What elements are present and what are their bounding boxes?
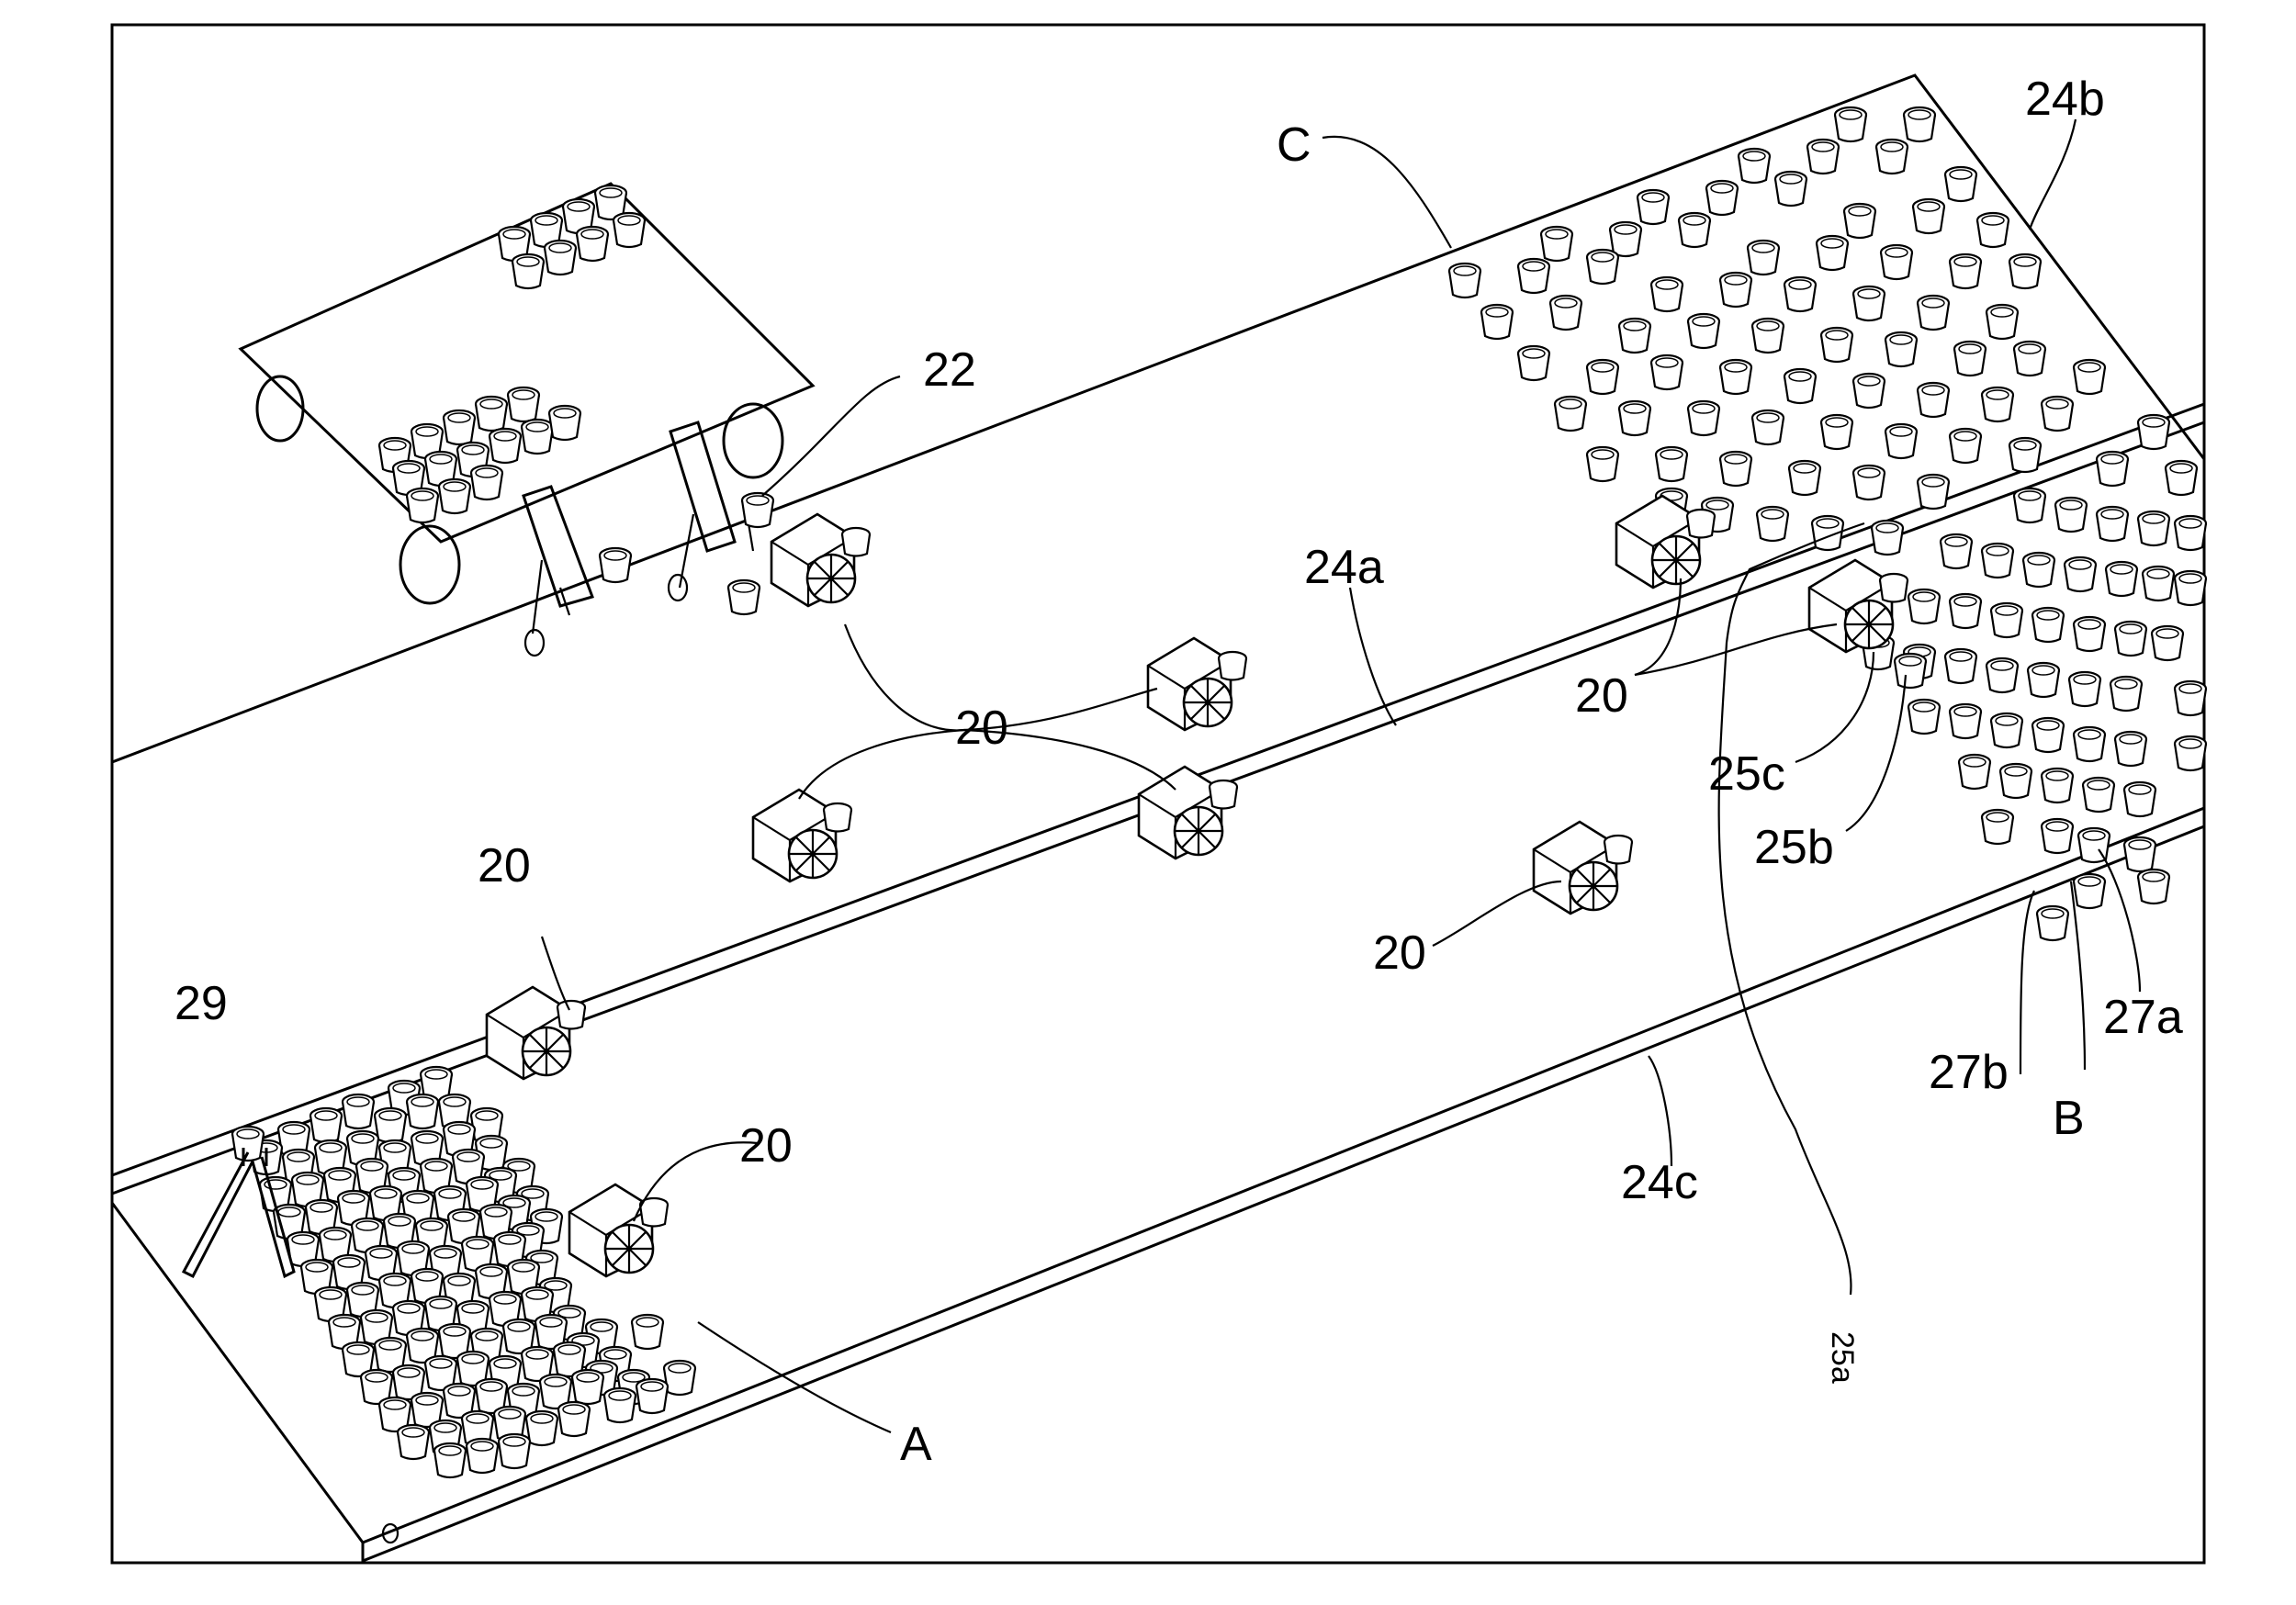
label-A: A (900, 1418, 932, 1471)
label-27a: 27a (2103, 991, 2183, 1044)
label-24b: 24b (2025, 73, 2105, 126)
label-20-left: 20 (478, 839, 531, 892)
robot-center-lower (1139, 767, 1237, 859)
robot-right-mid (1534, 822, 1632, 914)
robot-left (753, 790, 851, 881)
label-20-center: 20 (955, 701, 1008, 755)
robot-right (1809, 560, 1908, 652)
label-22: 22 (923, 343, 976, 397)
label-20-right: 20 (1575, 669, 1628, 723)
label-24c: 24c (1621, 1156, 1698, 1209)
label-29: 29 (174, 977, 228, 1030)
label-C: C (1277, 118, 1311, 172)
label-25a: 25a (1825, 1331, 1860, 1384)
robot-center-upper (1148, 638, 1246, 730)
label-24a: 24a (1304, 541, 1384, 594)
label-B: B (2053, 1092, 2085, 1145)
leader-lines (542, 119, 2140, 1432)
label-25c: 25c (1708, 747, 1785, 801)
label-20-lower: 20 (739, 1119, 793, 1173)
robot-upper-right (1616, 496, 1715, 588)
label-27b: 27b (1929, 1046, 2009, 1099)
pot-field-C (1449, 107, 2105, 550)
pot-field-B (1863, 415, 2206, 940)
robot-bottom-left (569, 1184, 668, 1276)
label-25b: 25b (1754, 821, 1834, 874)
robot-lower-left (487, 987, 585, 1079)
robot-upper-left (771, 514, 870, 606)
label-20-mid: 20 (1373, 926, 1426, 980)
